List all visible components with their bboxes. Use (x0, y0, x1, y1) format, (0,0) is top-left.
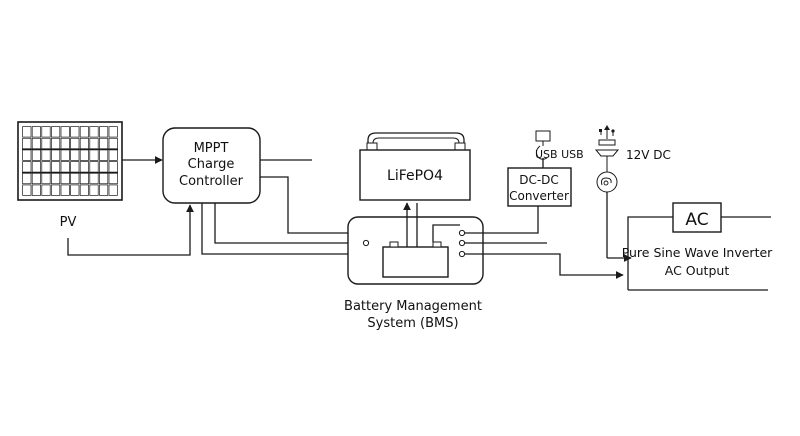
solar-cell (70, 149, 80, 161)
dc12-label: 12V DC (626, 148, 671, 162)
solar-cell (108, 184, 118, 196)
usb-symbol-icon (599, 125, 615, 139)
mppt-to-bms-wires (201, 176, 363, 255)
dcdc-label-line2: Converter (509, 189, 569, 203)
solar-cell (70, 172, 80, 185)
solar-cell (51, 184, 61, 196)
dc-dc-converter-box: DC-DC Converter (507, 167, 572, 207)
usb-label: USB USB (535, 148, 584, 161)
dcdc-label-line1: DC-DC (519, 173, 559, 187)
dc-socket-icon (594, 139, 632, 262)
solar-cell (108, 161, 118, 173)
solar-cell (89, 161, 99, 173)
solar-cell (89, 172, 99, 185)
solar-cell (31, 149, 41, 161)
solar-cell (60, 184, 70, 196)
solar-cell (31, 126, 41, 138)
mppt-label-line1: MPPT (194, 141, 229, 156)
battery-label: LiFePO4 (387, 168, 443, 184)
solar-cell (79, 172, 89, 185)
bms-module (347, 216, 484, 285)
bms-label-line1: Battery Management (344, 299, 482, 314)
solar-cell (89, 126, 99, 138)
inverter-box: AC Pure Sine Wave Inverter AC Output (622, 202, 773, 291)
mppt-label-line3: Controller (179, 174, 244, 189)
solar-cell (41, 126, 51, 138)
solar-cell (79, 137, 89, 150)
solar-cell (99, 184, 109, 196)
solar-cell (41, 184, 51, 196)
solar-cell (41, 137, 51, 150)
solar-cell (51, 137, 61, 150)
mppt-label-line2: Charge (188, 157, 235, 172)
ac-box-label: AC (685, 210, 708, 230)
solar-cell (99, 126, 109, 138)
solar-cell (70, 184, 80, 196)
solar-cell (22, 149, 32, 161)
solar-cell (51, 149, 61, 161)
solar-cell (70, 161, 80, 173)
solar-cell (89, 184, 99, 196)
solar-cell (60, 149, 70, 161)
pv-to-mppt-wire (67, 156, 194, 256)
battery-bms-wires (403, 202, 418, 247)
solar-cell (31, 161, 41, 173)
pv-label: PV (60, 215, 77, 230)
solar-cell (108, 137, 118, 150)
solar-cell (60, 172, 70, 185)
solar-cell (79, 126, 89, 138)
solar-cell (79, 149, 89, 161)
mppt-charge-controller-box: MPPT Charge Controller (162, 127, 261, 204)
solar-cell (108, 126, 118, 138)
solar-cell (51, 172, 61, 185)
solar-cell (41, 172, 51, 185)
inverter-label-line2: AC Output (665, 263, 730, 278)
solar-cell (31, 137, 41, 150)
bms-label-line2: System (BMS) (367, 316, 458, 331)
solar-cell (51, 161, 61, 173)
solar-cell (22, 172, 32, 185)
solar-cell (22, 126, 32, 138)
solar-cell (99, 161, 109, 173)
solar-cell (99, 172, 109, 185)
solar-cell (99, 149, 109, 161)
lifepo4-battery: LiFePO4 (359, 132, 471, 201)
solar-cell (22, 161, 32, 173)
solar-cell (79, 161, 89, 173)
solar-cell (60, 161, 70, 173)
solar-cell (60, 126, 70, 138)
solar-cell (70, 126, 80, 138)
solar-cell (89, 137, 99, 150)
bms-output-wires (432, 206, 624, 279)
solar-cell (108, 149, 118, 161)
inverter-label-line1: Pure Sine Wave Inverter (622, 245, 773, 260)
solar-cell (22, 184, 32, 196)
solar-cell (41, 161, 51, 173)
solar-cell (41, 149, 51, 161)
solar-cell (79, 184, 89, 196)
solar-cell (51, 126, 61, 138)
solar-cell (89, 149, 99, 161)
solar-cell (31, 172, 41, 185)
solar-cell (60, 137, 70, 150)
solar-cell (31, 184, 41, 196)
solar-cell (99, 137, 109, 150)
usb-port-icon (535, 130, 551, 168)
solar-cell (70, 137, 80, 150)
solar-cell (22, 137, 32, 150)
solar-panel-icon (17, 121, 123, 201)
solar-cell (108, 172, 118, 185)
